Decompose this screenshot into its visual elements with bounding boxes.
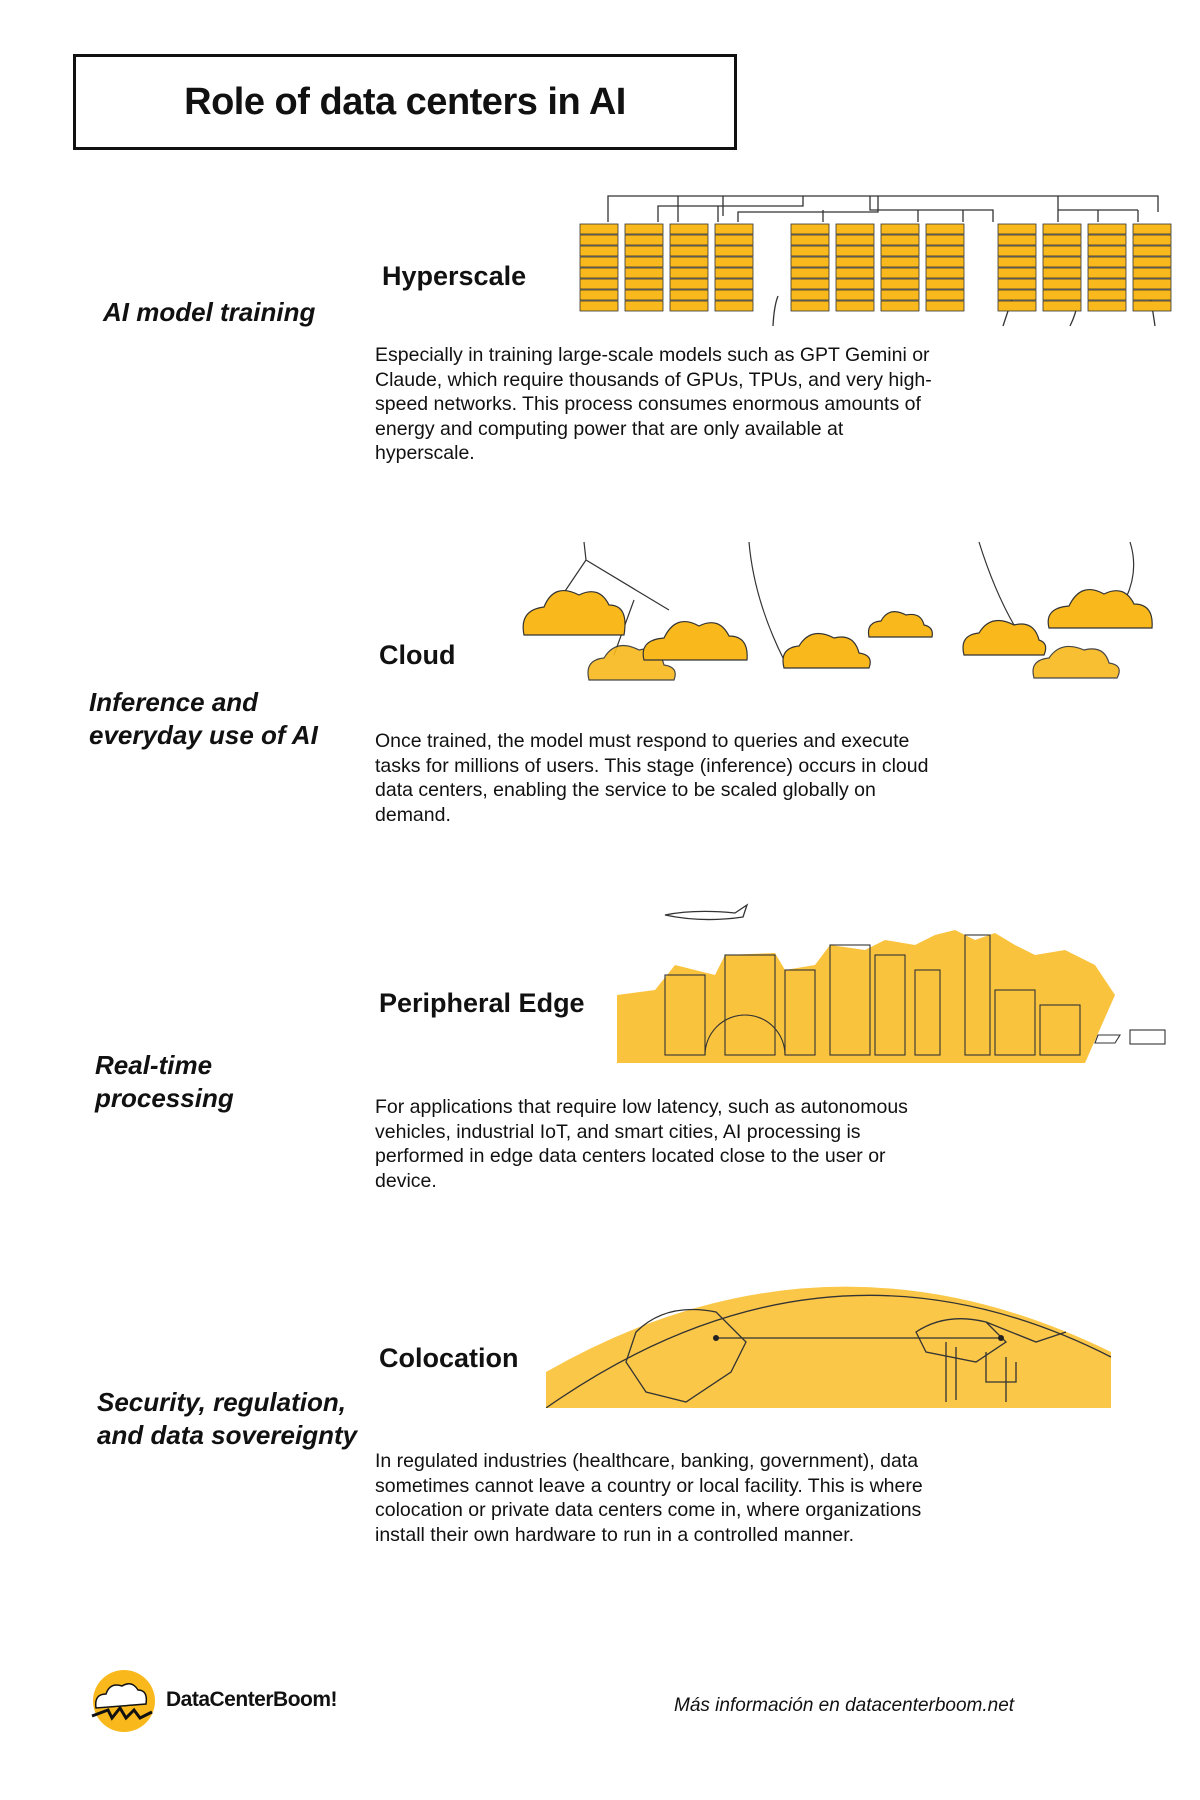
section-paragraph-peripheral-edge: For applications that require low latenc…	[375, 1096, 908, 1192]
server-rack	[925, 223, 965, 312]
city-skyline-icon	[617, 903, 1166, 1063]
footer-more-info-link[interactable]: Más información en datacenterboom.net	[674, 1695, 1015, 1716]
datacenterboom-logo-icon	[91, 1670, 155, 1732]
section-paragraph-cloud: Once trained, the model must respond to …	[375, 730, 929, 826]
server-rack	[790, 223, 830, 312]
title-box: Role of data centers in AI	[73, 54, 737, 150]
server-rack	[579, 223, 619, 312]
section-heading-hyperscale: Hyperscale	[382, 261, 527, 291]
airplane-icon	[664, 903, 749, 921]
section-heading-cloud: Cloud	[379, 640, 456, 670]
section-heading-colocation: Colocation	[379, 1343, 519, 1373]
section-paragraph-colocation: In regulated industries (healthcare, ban…	[375, 1450, 923, 1546]
server-rack	[1132, 223, 1172, 312]
server-rack	[835, 223, 875, 312]
footer-brand: DataCenterBoom!	[166, 1688, 338, 1711]
section-label-realtime: Real-time processing	[95, 1050, 234, 1113]
section-label-security: Security, regulation, and data sovereign…	[97, 1387, 358, 1450]
server-rack	[669, 223, 709, 312]
section-heading-peripheral-edge: Peripheral Edge	[379, 988, 585, 1018]
server-rack	[1042, 223, 1082, 312]
section-label-inference: Inference and everyday use of AI	[89, 687, 318, 750]
server-rack	[880, 223, 920, 312]
section-paragraph-hyperscale: Especially in training large-scale model…	[375, 344, 932, 465]
clouds-icon	[522, 541, 1153, 681]
section-label-training: AI model training	[103, 297, 316, 327]
server-rack	[997, 223, 1037, 312]
server-rack	[1087, 223, 1127, 312]
server-rack	[714, 223, 754, 312]
server-rack	[624, 223, 664, 312]
page-title: Role of data centers in AI	[184, 80, 626, 123]
server-racks-icon	[579, 195, 1172, 327]
globe-map-icon	[546, 1286, 1111, 1408]
